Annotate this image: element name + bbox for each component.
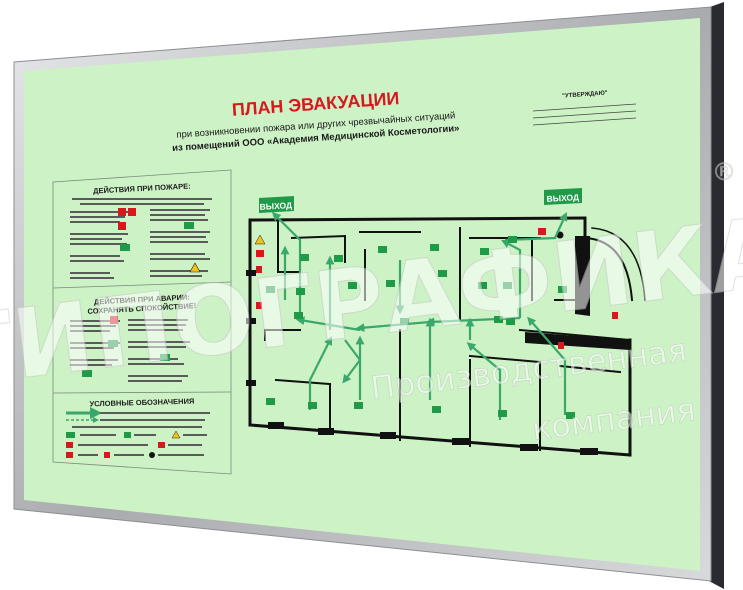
exit-sign-icon xyxy=(400,318,409,325)
exit-sign-icon xyxy=(296,288,305,295)
exit-sign-icon xyxy=(266,398,275,405)
exit-right: ВЫХОД xyxy=(544,188,582,205)
exit-sign-icon xyxy=(438,270,447,277)
warning-triangle-icon xyxy=(189,262,201,273)
exit-sign-icon xyxy=(480,248,489,255)
exit-sign-icon xyxy=(108,340,118,347)
exit-sign-icon xyxy=(300,254,309,261)
floor-plan-walls xyxy=(248,216,646,457)
exit-sign-icon xyxy=(120,244,130,251)
legend-heading: УСЛОВНЫЕ ОБОЗНАЧЕНИЯ xyxy=(89,397,194,409)
exit-sign-icon xyxy=(308,402,317,409)
extinguisher-icon xyxy=(104,452,110,458)
exit-sign-icon xyxy=(160,354,170,361)
you-are-here-icon xyxy=(149,452,155,458)
fire-hydrant-icon xyxy=(158,442,165,448)
exit-sign-icon xyxy=(334,255,343,262)
exit-sign-icon xyxy=(498,410,507,417)
exit-sign-icon xyxy=(430,244,439,251)
fire-hydrant-icon xyxy=(256,250,264,257)
fire-actions-icons xyxy=(118,208,201,273)
exit-sign-icon xyxy=(478,282,487,289)
instructions-border xyxy=(52,169,232,475)
accident-actions-icons xyxy=(82,316,170,377)
exit-sign-icon xyxy=(184,222,194,229)
exit-sign-icon xyxy=(354,402,363,409)
legend-items xyxy=(66,407,210,458)
plan-exit-signs xyxy=(266,236,575,419)
floor-plan: ВЫХОД ВЫХОД xyxy=(246,188,646,457)
exit-sign-icon xyxy=(503,282,512,289)
alarm-button-icon xyxy=(118,222,126,230)
exit-sign-icon xyxy=(66,432,75,438)
exit-sign-icon xyxy=(386,280,395,287)
phone-icon xyxy=(118,208,126,216)
extinguisher-icon xyxy=(128,208,136,216)
warning-triangle-icon xyxy=(254,234,266,245)
approval-lines xyxy=(532,103,637,126)
exit-sign-icon xyxy=(348,282,357,289)
first-aid-icon xyxy=(124,432,131,438)
approval-label: "УТВЕРЖДАЮ" xyxy=(562,90,608,99)
exit-sign-icon xyxy=(558,286,567,293)
watermark-registered: ® xyxy=(712,158,736,186)
board-surface xyxy=(24,18,700,571)
electric-hazard-icon xyxy=(171,430,181,439)
exit-sign-icon xyxy=(294,312,303,319)
fire-actions-text-lines xyxy=(70,198,212,279)
extinguisher-icon xyxy=(256,302,262,309)
exit-sign-icon xyxy=(378,246,387,253)
exit-right-label: ВЫХОД xyxy=(546,192,579,204)
extinguisher-icon xyxy=(558,342,564,349)
floor-plan-columns xyxy=(246,231,630,455)
extinguisher-icon xyxy=(612,312,618,319)
exit-sign-icon xyxy=(494,316,503,323)
exit-sign-icon xyxy=(82,370,92,377)
extinguisher-icon xyxy=(256,266,262,273)
phone-icon xyxy=(110,316,118,324)
alarm-button-icon xyxy=(66,442,73,448)
fire-hydrant-icon xyxy=(538,228,546,235)
evacuation-routes xyxy=(271,211,568,420)
plan-fire-equipment xyxy=(254,228,618,349)
exit-sign-icon xyxy=(506,318,515,325)
phone-icon xyxy=(66,452,73,458)
exit-left: ВЫХОД xyxy=(259,196,294,213)
exit-sign-icon xyxy=(566,412,575,419)
exit-sign-icon xyxy=(432,406,441,413)
exit-left-label: ВЫХОД xyxy=(259,200,292,212)
accident-actions-text-lines xyxy=(70,319,190,382)
exit-sign-icon xyxy=(266,286,275,293)
exit-sign-icon xyxy=(508,236,517,243)
